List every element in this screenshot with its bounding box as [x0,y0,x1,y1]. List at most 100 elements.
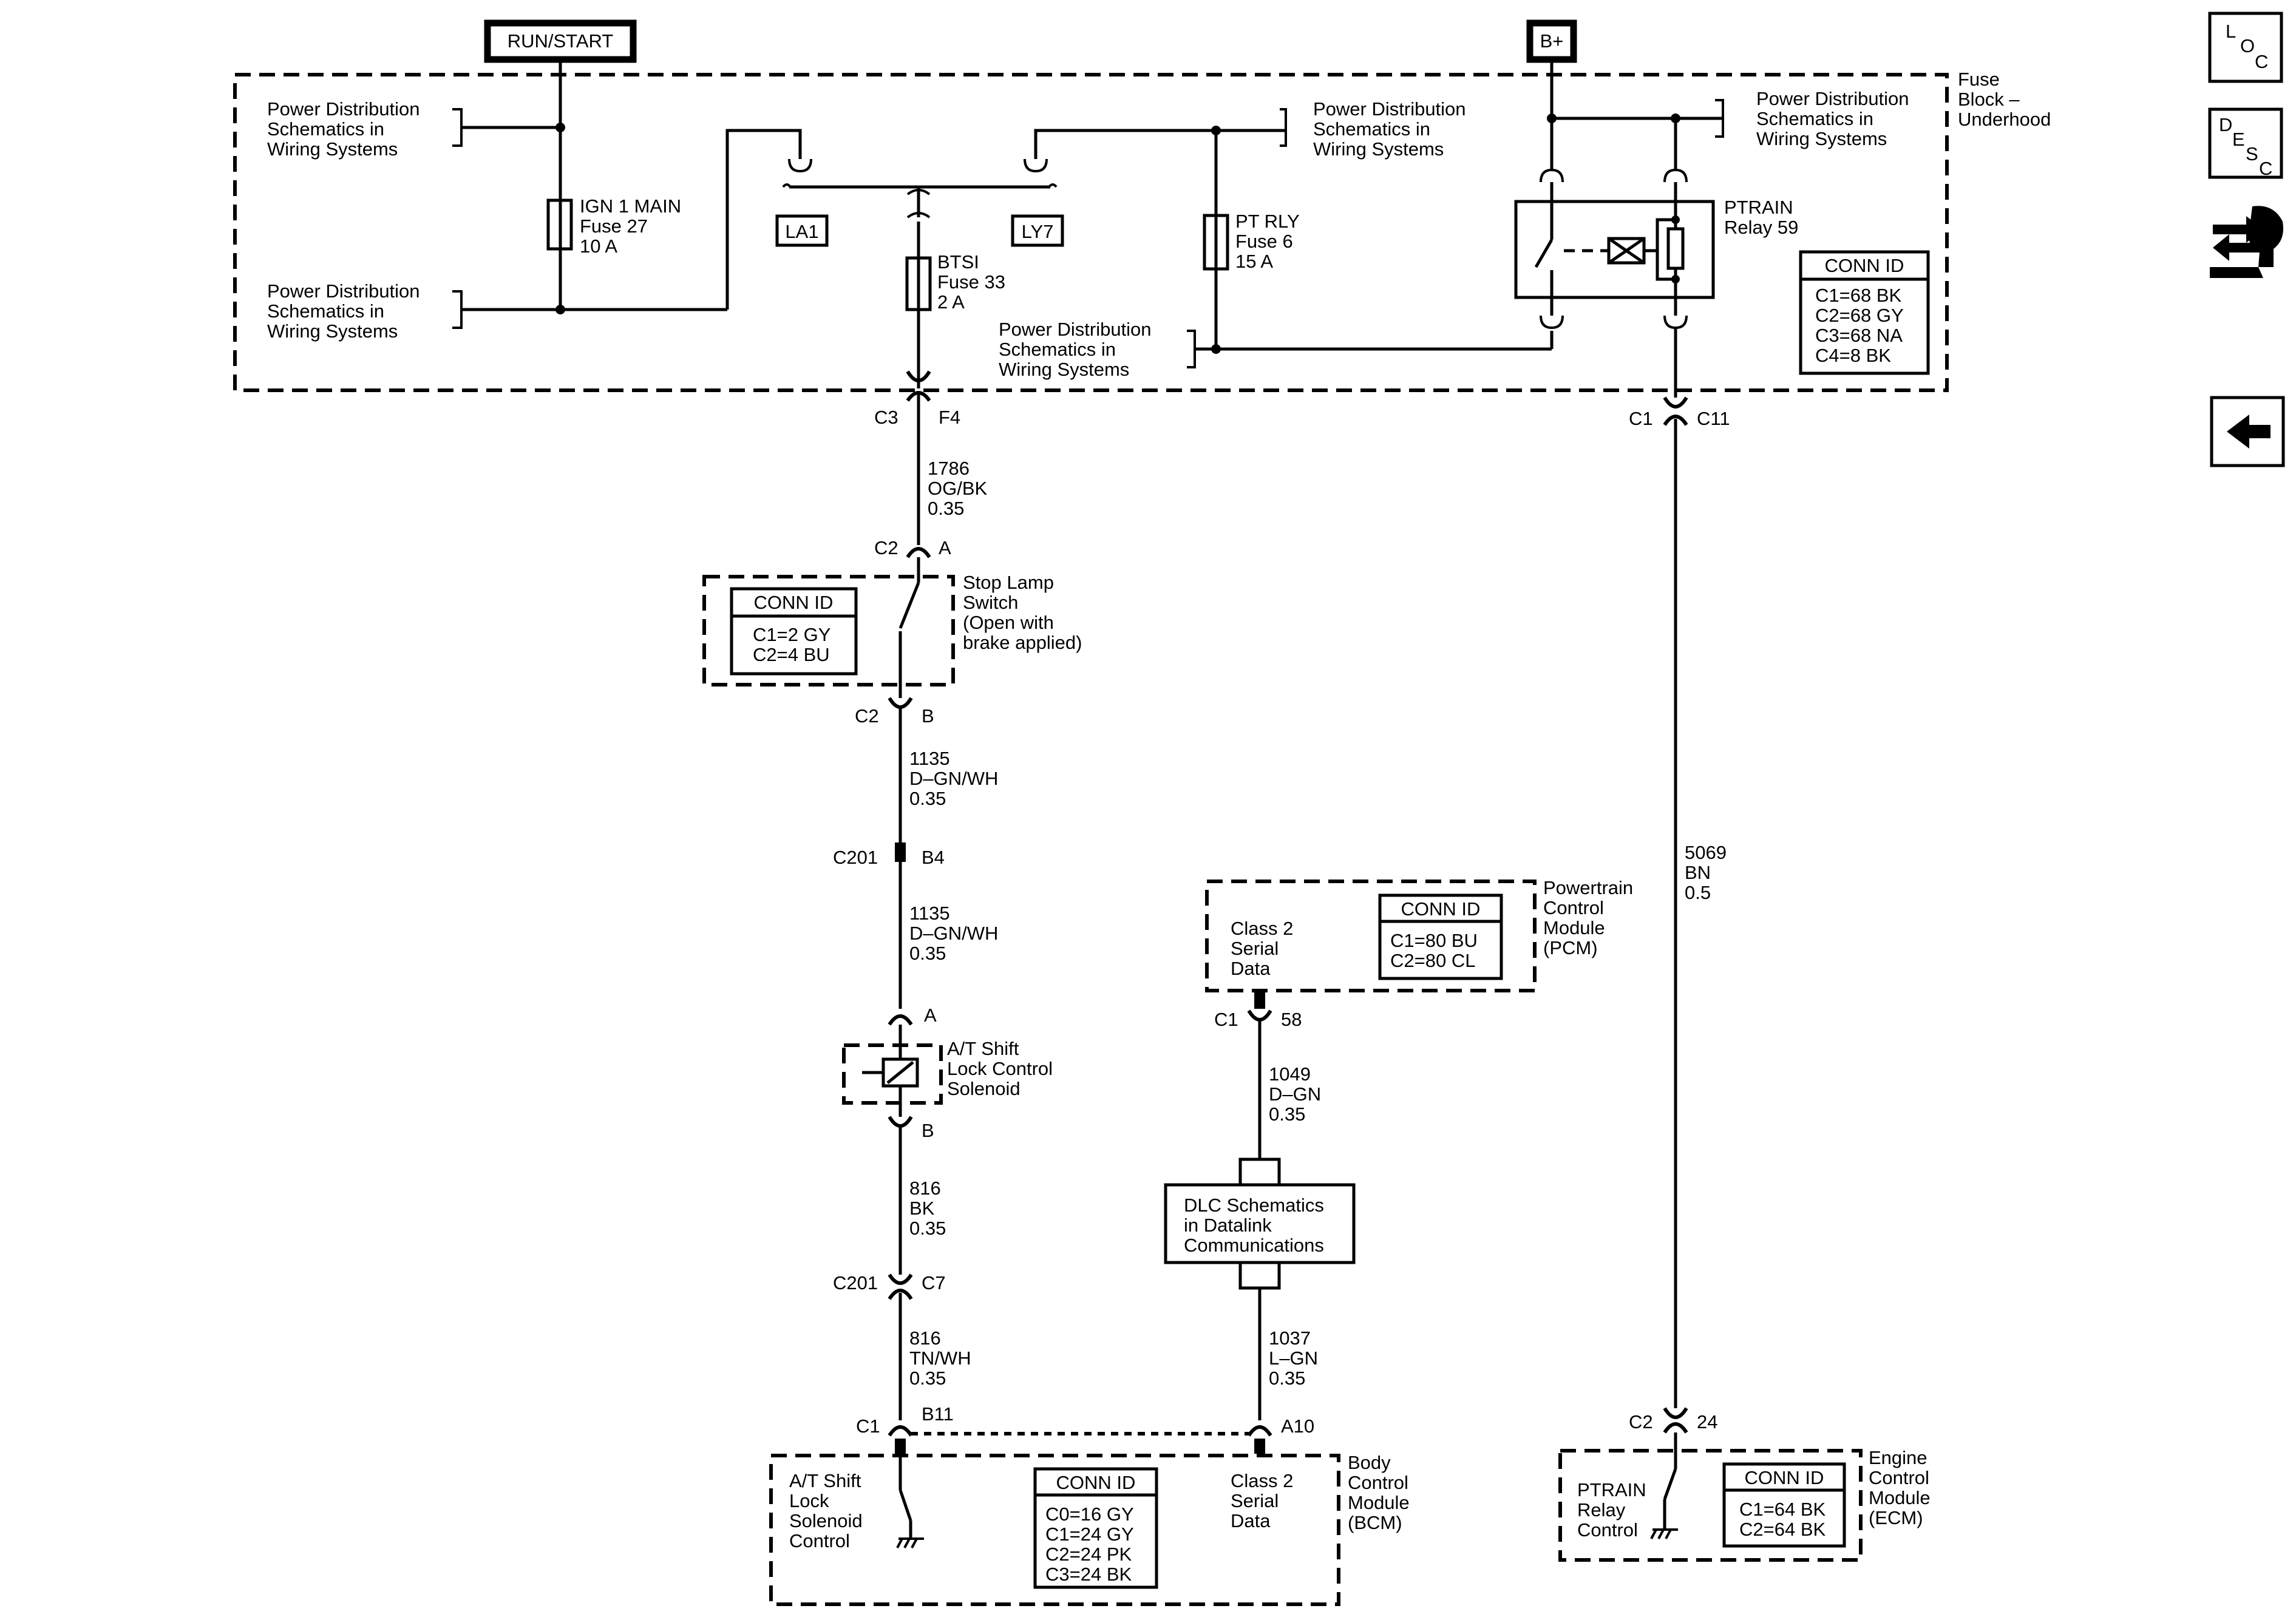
svg-text:CONN ID: CONN ID [1056,1472,1136,1493]
connector-c2-a: C2 A [874,537,951,558]
svg-text:C11: C11 [1697,408,1730,429]
arrow-left-icon [2227,415,2271,449]
bcm-outline [769,1454,1340,1606]
connector-c201-b4: C201 B4 [833,842,945,868]
conn-id-stop-lamp: CONN ID C1=2 GY C2=4 BU [730,587,858,676]
conn-id-fuse-block: CONN ID C1=68 BK C2=68 GY C3=68 NA C4=8 … [1799,250,1930,375]
conn-id-ecm: CONN ID C1=64 BK C2=64 BK [1722,1462,1846,1548]
pd-ref-top-left: Power Distribution Schematics in Wiring … [267,98,425,160]
pd-ref-lower-middle: Power Distribution Schematics in Wiring … [999,319,1156,380]
connector-c2-b: C2 B [855,697,934,727]
at-shift-lock-solenoid [842,1025,943,1117]
at-shift-lock-solenoid-label: A/T Shift Lock Control Solenoid [947,1038,1058,1099]
ground-symbol-bcm [896,1537,924,1548]
bcm-right-inner-label: Class 2 Serial Data [1231,1470,1299,1531]
b-plus-source: B+ [1526,19,1577,63]
connector-solenoid-a: A [888,1005,937,1026]
svg-text:C1: C1 [1214,1009,1238,1030]
svg-text:C: C [2255,51,2268,72]
svg-text:LA1: LA1 [785,221,818,242]
wire-1037: 1037 L–GN 0.35 [1269,1327,1323,1389]
pcm-label: Powertrain Control Module (PCM) [1543,877,1639,958]
svg-text:A: A [939,537,951,558]
svg-text:A10: A10 [1281,1415,1314,1437]
desc-button[interactable]: D E S C [2208,107,2283,179]
splice-la1: LA1 [775,214,829,247]
wire-5069: 5069 BN 0.5 [1685,842,1732,903]
wire-816-bk: 816 BK 0.35 [909,1178,946,1239]
run-start-source: RUN/START [484,19,637,63]
svg-text:24: 24 [1697,1411,1717,1432]
connector-a10: A10 [1247,1415,1314,1454]
svg-text:C2: C2 [874,537,898,558]
svg-text:B4: B4 [922,847,945,868]
connector-c1-c11: C1 C11 [1629,396,1730,429]
svg-text:B: B [922,705,934,727]
ground-symbol-ecm [1650,1528,1678,1539]
ptrain-relay-label: PTRAIN Relay 59 [1724,197,1798,238]
wire-1135-upper: 1135 D–GN/WH 0.35 [909,748,1004,809]
bcm-left-inner-label: A/T Shift Lock Solenoid Control [789,1470,868,1551]
wire-1786: 1786 OG/BK 0.35 [928,458,993,519]
pd-ref-top-middle: Power Distribution Schematics in Wiring … [1313,98,1471,160]
svg-text:CONN ID: CONN ID [1745,1467,1824,1488]
svg-text:C1: C1 [1629,408,1653,429]
loc-button[interactable]: L O C [2208,12,2283,83]
svg-text:C1=80 BU C2=80 CL: C1=80 BU C2=80 CL [1390,930,1483,971]
svg-text:LY7: LY7 [1022,221,1054,242]
svg-text:C1=2 GY C2=4 BU: C1=2 GY C2=4 BU [753,624,835,665]
svg-text:CONN ID: CONN ID [754,592,834,613]
pd-ref-bottom-left: Power Distribution Schematics in Wiring … [267,280,425,342]
svg-text:C201: C201 [833,1272,878,1293]
btsi-fuse-label: BTSI Fuse 33 2 A [937,251,1011,313]
svg-text:C1=68 BK C2=68 GY: C1=68 BK C2=68 GY C3=68 NA C4=8 BK [1815,285,1909,366]
wire-1135-lower: 1135 D–GN/WH 0.35 [909,903,1004,964]
svg-text:S: S [2246,143,2258,164]
svg-text:DLC Schematics in Datali: DLC Schematics in Datalink Communication… [1184,1195,1329,1256]
fuse-block-label: Fuse Block – Underhood [1958,69,2051,130]
pcm-inner-label: Class 2 Serial Data [1231,918,1299,979]
ecm-inner-label: PTRAIN Relay Control [1577,1479,1651,1541]
svg-text:CONN ID: CONN ID [1401,898,1481,920]
wrench-arrows-icon[interactable] [2210,206,2283,278]
pd-ref-top-right: Power Distribution Schematics in Wiring … [1756,88,1914,149]
connector-c1-58: C1 58 [1214,991,1302,1030]
connector-c201-c7: C201 C7 [833,1272,946,1300]
svg-text:C2: C2 [1629,1411,1653,1432]
bcm-label: Body Control Module (BCM) [1348,1452,1415,1533]
svg-text:C: C [2259,158,2272,179]
wire-1049: 1049 D–GN 0.35 [1269,1063,1326,1125]
ecm-outline [1558,1449,1863,1562]
fuse-block-outline [233,73,1949,392]
svg-text:C2: C2 [855,705,879,727]
svg-text:L: L [2226,21,2236,42]
svg-text:B: B [922,1120,934,1141]
svg-text:CONN ID: CONN ID [1825,255,1904,276]
connector-c3-f4: C3 F4 [874,370,960,428]
svg-text:C0=16 GY C1=24 GY: C0=16 GY C1=24 GY C2=24 PK C3=24 BK [1045,1503,1139,1585]
svg-text:C201: C201 [833,847,878,868]
svg-text:O: O [2240,35,2255,56]
connector-c2-24: C2 24 [1629,1407,1717,1434]
svg-text:A: A [924,1005,937,1026]
svg-text:C1=64 BK C2=64 BK: C1=64 BK C2=64 BK [1739,1499,1831,1540]
svg-text:RUN/START: RUN/START [508,30,614,52]
ptrain-relay [1514,168,1715,330]
ign1-main-fuse-label: IGN 1 MAIN Fuse 27 10 A [580,195,687,257]
wire-816-tnwh: 816 TN/WH 0.35 [909,1327,976,1389]
svg-text:B11: B11 [922,1403,954,1425]
dlc-schematics-ref: DLC Schematics in Datalink Communication… [1164,1183,1356,1264]
stop-lamp-switch-label: Stop Lamp Switch (Open with brake applie… [963,572,1082,653]
back-button[interactable] [2210,396,2285,467]
connector-c1-b11: C1 B11 [856,1403,954,1454]
svg-text:C1: C1 [856,1415,880,1437]
svg-text:B+: B+ [1540,30,1564,52]
svg-text:D: D [2219,114,2232,135]
ecm-label: Engine Control Module (ECM) [1869,1447,1935,1528]
conn-id-pcm: CONN ID C1=80 BU C2=80 CL [1378,893,1503,980]
conn-id-bcm: CONN ID C0=16 GY C1=24 GY C2=24 PK C3=24… [1033,1467,1158,1589]
svg-text:F4: F4 [939,407,960,428]
splice-ly7: LY7 [1011,214,1064,247]
svg-text:E: E [2232,129,2245,150]
